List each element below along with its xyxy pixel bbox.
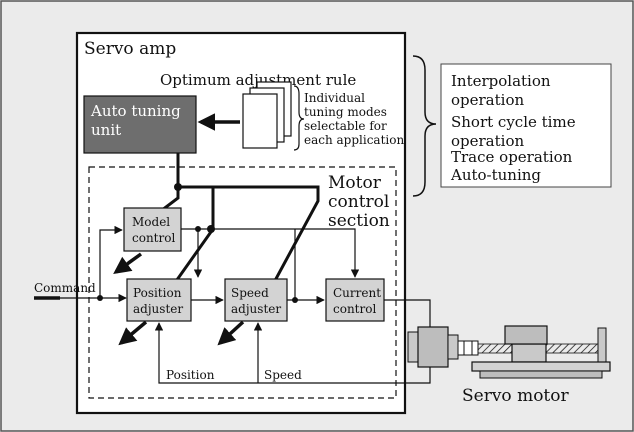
rule-label: Optimum adjustment rule bbox=[160, 71, 356, 89]
model-control-label-line2: control bbox=[132, 231, 175, 245]
speed-feedback-label: Speed bbox=[264, 368, 302, 382]
motor-control-title-line1: Motor bbox=[328, 173, 382, 193]
tuning-junction-1 bbox=[174, 183, 182, 191]
speed-adjuster-label-line2: adjuster bbox=[231, 302, 281, 316]
servo-motor-illustration bbox=[407, 325, 611, 379]
position-adjuster-label-line1: Position bbox=[133, 286, 182, 300]
modes-note-line4: each application bbox=[304, 133, 404, 147]
servo-amp-title: Servo amp bbox=[84, 39, 176, 59]
tuning-sheet-1 bbox=[242, 93, 278, 149]
servo-motor-label: Servo motor bbox=[462, 386, 569, 406]
current-control-label-line2: control bbox=[333, 302, 376, 316]
modes-list-panel bbox=[440, 63, 612, 188]
model-control-label-line1: Model bbox=[132, 215, 170, 229]
modes-list-item-5: Trace operation bbox=[451, 148, 573, 166]
modes-list-item-3: Short cycle time bbox=[451, 113, 576, 131]
position-adjuster-block bbox=[126, 278, 192, 322]
modes-note-line2: tuning modes bbox=[304, 105, 387, 119]
motor-control-title-line2: control bbox=[328, 192, 389, 212]
model-control-output-line bbox=[181, 228, 360, 278]
current-control-block bbox=[325, 278, 385, 322]
auto-tuning-label-line1: Auto tuning bbox=[90, 102, 181, 120]
position-feedback-label: Position bbox=[166, 368, 215, 382]
motor-control-title-line3: section bbox=[328, 211, 390, 231]
modes-list-item-4: operation bbox=[451, 132, 524, 150]
modes-note-line1: Individual bbox=[304, 91, 365, 105]
modes-list-item-1: Interpolation bbox=[451, 72, 551, 90]
modes-list-item-6: Auto-tuning bbox=[450, 166, 541, 184]
command-label: Command bbox=[34, 281, 96, 295]
motor-control-section bbox=[88, 166, 397, 399]
auto-tuning-label-line2: unit bbox=[91, 121, 121, 139]
tuning-arrow-position bbox=[118, 320, 148, 346]
tuning-arrow-speed bbox=[217, 320, 245, 346]
auto-tuning-unit bbox=[83, 95, 197, 154]
current-to-motor-line bbox=[384, 299, 431, 330]
speed-adjuster-label-line1: Speed bbox=[231, 286, 269, 300]
model-control-block bbox=[123, 207, 182, 252]
position-adjuster-label-line2: adjuster bbox=[133, 302, 183, 316]
tuning-arrow-model bbox=[113, 252, 143, 275]
modes-note-line3: selectable for bbox=[304, 119, 387, 133]
current-control-label-line1: Current bbox=[333, 286, 381, 300]
modes-brace bbox=[412, 55, 437, 197]
modes-list-item-2: operation bbox=[451, 91, 524, 109]
position-feedback-line bbox=[154, 322, 431, 384]
sheets-brace bbox=[293, 85, 305, 151]
command-to-model-arrow bbox=[99, 225, 123, 298]
speed-adjuster-block bbox=[224, 278, 288, 322]
